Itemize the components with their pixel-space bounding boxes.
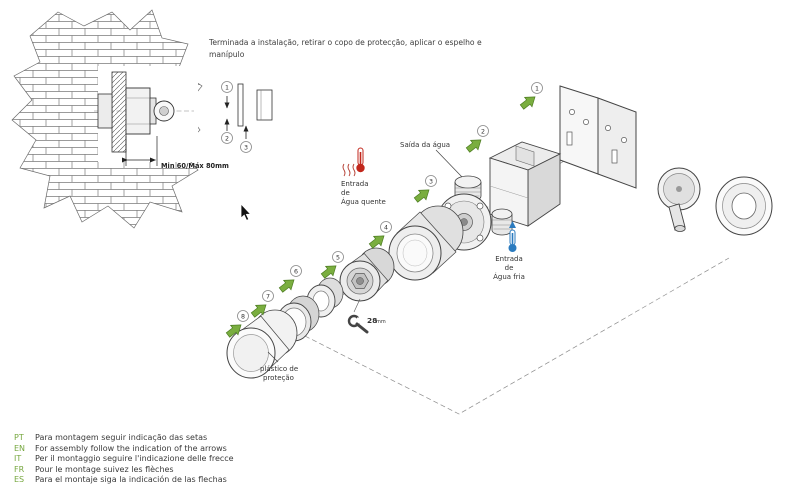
part-cartridge	[339, 247, 395, 302]
svg-text:de: de	[341, 189, 350, 197]
steam-icon	[342, 163, 356, 177]
svg-text:8: 8	[241, 313, 245, 320]
footer-row-it: IT Per il montaggio seguire l'indicazion…	[14, 454, 234, 465]
mouse-cursor	[240, 202, 252, 221]
step-badge-7: 7	[262, 290, 274, 302]
wall-cut-hatch	[111, 71, 127, 153]
part-handle	[657, 167, 701, 232]
arrow-icon	[276, 274, 299, 296]
assembly-arrows	[223, 91, 540, 341]
lang-text-it: Per il montaggio seguire l'indicazione d…	[35, 454, 234, 464]
svg-text:3: 3	[429, 178, 433, 185]
finishing-parts: 1 2 3	[221, 81, 273, 153]
lang-text-fr: Pour le montage suivez les flèches	[35, 464, 174, 474]
lang-code-es: ES	[14, 475, 25, 485]
svg-text:28: 28	[367, 316, 377, 325]
step-badge-3: 3	[425, 175, 437, 187]
lang-code-it: IT	[14, 454, 22, 464]
svg-text:Saída da água: Saída da água	[400, 141, 450, 149]
wrench-icon	[347, 314, 369, 334]
dimension-label: Min 60/Máx 80mm	[161, 162, 229, 170]
svg-text:Água fria: Água fria	[493, 272, 525, 281]
projection-dashed-line	[304, 257, 730, 415]
svg-text:proteção: proteção	[263, 374, 294, 382]
step-badge-6: 6	[290, 265, 302, 277]
part-protection-cup	[226, 309, 298, 379]
hot-thermometer-icon	[356, 147, 365, 173]
exploded-view: Saída da água Entrada de Água quente	[223, 82, 773, 415]
lang-code-fr: FR	[14, 464, 25, 474]
svg-text:Entrada: Entrada	[495, 255, 523, 263]
cold-thermometer-icon	[508, 229, 517, 252]
lang-text-pt: Para montagem seguir indicação das setas	[35, 433, 208, 442]
part-sleeve	[388, 205, 464, 281]
arrow-icon	[411, 184, 434, 206]
wall-step-2: 2	[225, 135, 229, 142]
svg-text:7: 7	[266, 293, 270, 300]
handle-side-view	[256, 89, 273, 121]
wall-step-3: 3	[244, 144, 248, 151]
step-badge-4: 4	[380, 221, 392, 233]
depth-dimension: Min 60/Máx 80mm	[122, 136, 229, 170]
wall-section: Min 60/Máx 80mm 1 2 3	[11, 9, 273, 229]
svg-text:mm: mm	[376, 319, 386, 325]
cold-arrow-icon	[509, 221, 516, 228]
plastic-protection-label: plástico de proteção	[260, 351, 298, 382]
svg-text:6: 6	[294, 268, 298, 275]
lang-code-pt: PT	[14, 433, 24, 442]
footer-row-pt: PT Para montagem seguir indicação das se…	[14, 433, 234, 444]
lang-code-en: EN	[14, 443, 26, 453]
svg-text:1: 1	[535, 85, 539, 92]
part-wall-bracket	[559, 85, 637, 189]
footer-row-en: EN For assembly follow the indication of…	[14, 444, 234, 455]
svg-text:Água quente: Água quente	[341, 197, 386, 206]
wall-step-1: 1	[225, 84, 229, 91]
cold-inlet-boss	[491, 208, 513, 236]
part-trim-plate	[715, 176, 773, 236]
step-badge-1: 1	[531, 82, 543, 94]
label-water-outlet: Saída da água	[400, 141, 463, 178]
svg-text:Entrada: Entrada	[341, 180, 369, 188]
footer-instructions: PT Para montagem seguir indicação das se…	[14, 433, 234, 486]
cold-water-label: Entrada de Água fria	[493, 221, 525, 281]
footer-row-fr: FR Pour le montage suivez les flèches	[14, 465, 234, 476]
lang-text-en: For assembly follow the indication of th…	[35, 443, 227, 453]
escutcheon-side-view	[237, 83, 244, 127]
svg-text:de: de	[505, 264, 514, 272]
svg-text:4: 4	[384, 224, 388, 231]
hot-water-label: Entrada de Água quente	[341, 147, 386, 206]
arrow-icon	[517, 91, 540, 113]
top-instruction-text: Terminada a instalação, retirar o copo d…	[209, 38, 482, 59]
arrow-icon	[463, 134, 486, 156]
recessed-valve-cross-section	[94, 87, 194, 135]
wrench-callout: 28 mm	[347, 298, 386, 334]
step-badge-2: 2	[477, 125, 489, 137]
svg-text:5: 5	[336, 254, 340, 261]
svg-text:plástico de: plástico de	[260, 365, 298, 373]
step-badge-8: 8	[237, 310, 249, 322]
step-badge-5: 5	[332, 251, 344, 263]
step-numbers: 1 2 3 4 5 6 7	[237, 82, 543, 322]
svg-text:2: 2	[481, 128, 485, 135]
lang-text-es: Para el montaje siga la indicación de la…	[35, 475, 227, 485]
footer-row-es: ES Para el montaje siga la indicación de…	[14, 475, 234, 486]
